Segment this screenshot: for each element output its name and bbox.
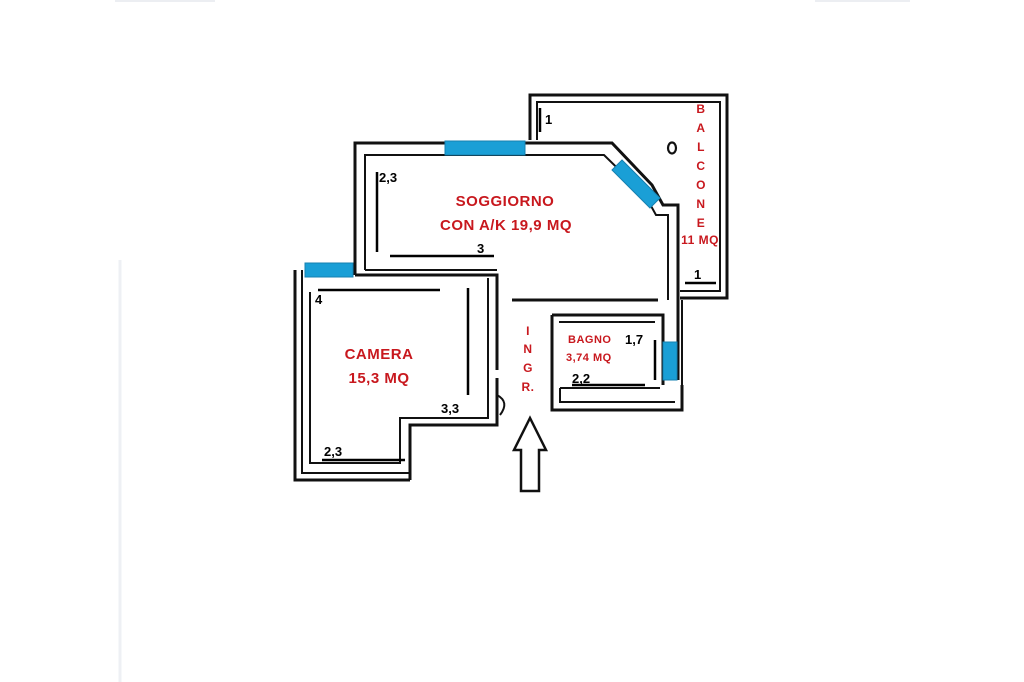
bagno-area: 3,74 MQ — [566, 352, 612, 364]
window-soggiorno-angled — [611, 159, 661, 209]
balcone-letter: C — [696, 159, 705, 173]
balcone-area: 11 MQ — [681, 233, 719, 247]
dim-camera-height: 3,3 — [441, 401, 459, 416]
camera-name: CAMERA — [345, 346, 414, 363]
dimension-lines — [318, 108, 716, 462]
entrance-letter: G — [523, 361, 533, 375]
window-camera — [304, 262, 354, 278]
window-soggiorno-top — [444, 140, 526, 156]
balcone-letter: N — [696, 197, 705, 211]
scan-artifacts — [115, 0, 910, 682]
bagno-name: BAGNO — [568, 334, 611, 346]
dim-balcone-top: 1 — [545, 112, 552, 127]
entrance-letter: N — [523, 342, 532, 356]
entrance-letter: R. — [522, 380, 535, 394]
dim-camera-width-bottom: 2,3 — [324, 444, 342, 459]
entrance-arrow-icon — [511, 415, 549, 493]
dim-soggiorno-height: 2,3 — [379, 170, 397, 185]
window-bagno — [662, 341, 678, 381]
dim-soggiorno-width: 3 — [477, 241, 484, 256]
dim-balcone-bottom: 1 — [694, 267, 701, 282]
dim-bagno-height: 1,7 — [625, 332, 643, 347]
windows — [304, 140, 678, 381]
entrance-letter: I — [526, 324, 530, 338]
soggiorno-name: SOGGIORNO — [456, 193, 555, 210]
balcone-letter: O — [696, 178, 706, 192]
soggiorno-area: CON A/K 19,9 MQ — [440, 217, 572, 234]
camera-area: 15,3 MQ — [348, 370, 409, 387]
balcone-letter: E — [697, 216, 706, 230]
entrance-label: I N G R. — [522, 324, 535, 394]
dim-bagno-width: 2,2 — [572, 371, 590, 386]
balcony-fixture-icon — [666, 141, 678, 155]
balcone-label: B A L C O N E — [696, 102, 706, 230]
balcone-letter: L — [697, 140, 705, 154]
balcone-letter: B — [696, 102, 705, 116]
balcone-letter: A — [696, 121, 705, 135]
dim-camera-width-top: 4 — [315, 292, 323, 307]
